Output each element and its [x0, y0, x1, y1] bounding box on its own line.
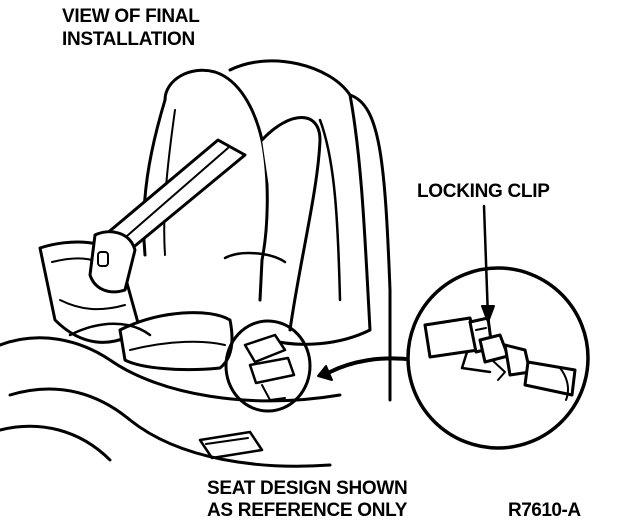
title-line-1: VIEW OF FINAL [62, 6, 200, 27]
locking-clip-leader [481, 204, 495, 323]
title-line-2: INSTALLATION [62, 29, 195, 50]
note-line-2: AS REFERENCE ONLY [207, 500, 408, 521]
pointer-arrow [317, 356, 417, 381]
vehicle-seat-back [228, 59, 372, 346]
figure-id: R7610-A [508, 500, 581, 521]
harness-straps [68, 138, 247, 372]
note-line-1: SEAT DESIGN SHOWN [207, 478, 408, 499]
detail-magnifier [406, 266, 590, 450]
locking-clip-label: LOCKING CLIP [417, 181, 550, 202]
buckle-detail-seat [224, 319, 312, 413]
